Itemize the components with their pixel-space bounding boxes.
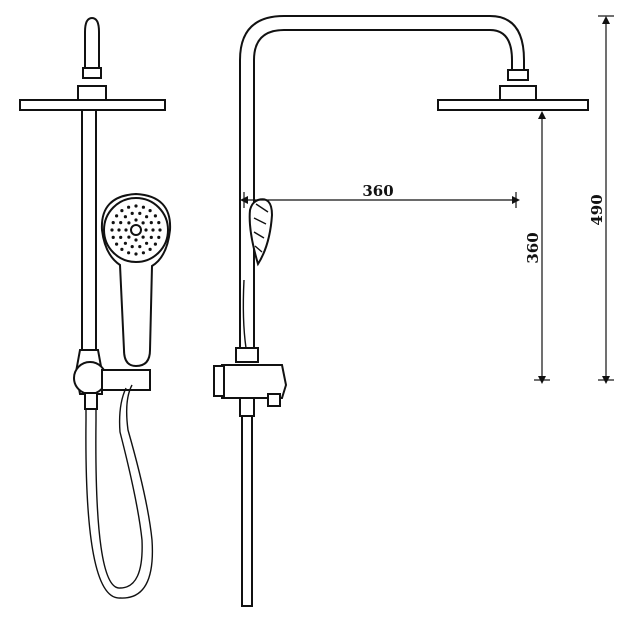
nozzle-dot [149, 221, 153, 225]
nozzle-dot [134, 252, 138, 256]
side-hand-shower [248, 198, 274, 267]
nozzle-dot [145, 215, 149, 219]
nozzle-dot [157, 221, 161, 225]
nozzle-dot [148, 247, 152, 251]
nozzle-dot [145, 241, 149, 245]
nozzle-dot [119, 235, 123, 239]
nozzle-dot [153, 242, 157, 246]
nozzle-dot [149, 235, 153, 239]
front-view [19, 16, 172, 599]
nozzle-dot [134, 204, 138, 208]
nozzle-dot [123, 241, 127, 245]
front-shower-head [19, 99, 166, 111]
dimension-lines: 360 360 490 [240, 15, 614, 384]
dim-head-drop-label: 360 [524, 232, 542, 263]
nozzle-dot [127, 221, 131, 225]
hand-shower [100, 192, 172, 368]
side-diverter-collar [235, 347, 259, 363]
nozzle-dot [134, 218, 138, 222]
side-shower-head [437, 99, 589, 111]
side-diverter-knob [213, 365, 225, 397]
nozzle-dot [110, 228, 114, 232]
front-head-neck [77, 85, 107, 101]
nozzle-dot [123, 215, 127, 219]
nozzle-dot [120, 209, 124, 213]
front-outlet-nut [84, 392, 98, 410]
nozzle-dot [130, 245, 134, 249]
nozzle-dot [158, 228, 162, 232]
nozzle-dot [127, 235, 131, 239]
nozzle-dot [148, 209, 152, 213]
front-hose-inner [95, 387, 143, 589]
front-shower-arm-top [84, 16, 100, 71]
side-head-neck [499, 85, 537, 101]
dim-overall-height-label: 490 [588, 194, 606, 225]
front-riser-pipe [81, 99, 97, 356]
nozzle-dot [127, 251, 131, 255]
nozzle-dot [111, 221, 115, 225]
side-view [213, 15, 589, 607]
nozzle-dot [151, 228, 155, 232]
front-hose-outer [85, 384, 154, 599]
side-hand-shower-nozzles [253, 203, 269, 253]
nozzle-dot [138, 211, 142, 215]
nozzle-dot [144, 228, 148, 232]
nozzle-dot [119, 221, 123, 225]
side-arm-collar [507, 69, 529, 81]
nozzle-dot [115, 242, 119, 246]
hand-shower-nozzles [110, 204, 162, 256]
nozzle-dot [120, 247, 124, 251]
hand-shower-center [130, 224, 142, 236]
nozzle-dot [141, 221, 145, 225]
nozzle-dot [141, 251, 145, 255]
nozzle-dot [115, 214, 119, 218]
side-hand-shower-handle [242, 279, 247, 349]
side-hose [241, 415, 253, 607]
side-outlet-nut [239, 397, 255, 417]
nozzle-dot [127, 205, 131, 209]
nozzle-dot [130, 211, 134, 215]
nozzle-dot [134, 238, 138, 242]
nozzle-dot [117, 228, 121, 232]
nozzle-dot [111, 235, 115, 239]
front-hand-shower-holder [101, 369, 151, 391]
nozzle-dot [141, 235, 145, 239]
dim-horizontal-label: 360 [362, 182, 393, 200]
nozzle-dot [124, 228, 128, 232]
nozzle-dot [138, 245, 142, 249]
nozzle-dot [153, 214, 157, 218]
side-outlet-cap [267, 393, 281, 407]
nozzle-dot [141, 205, 145, 209]
nozzle-dot [157, 235, 161, 239]
front-arm-collar [82, 67, 102, 79]
